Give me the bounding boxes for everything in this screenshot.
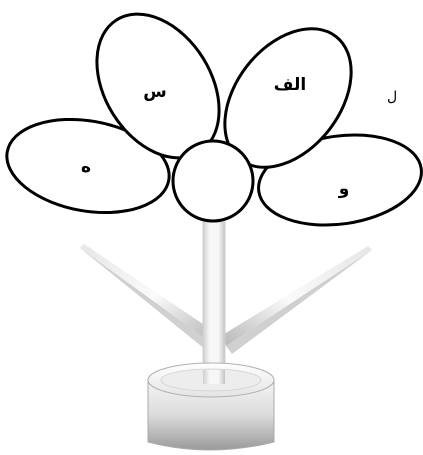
petal-right-label: و: [338, 179, 350, 199]
leaf-left: [80, 244, 212, 350]
flower-center: [173, 141, 253, 221]
edge-label: ل: [387, 89, 397, 105]
leaf-right: [224, 246, 372, 354]
petal-left-label: ه: [81, 157, 91, 177]
petal-top-left-label: س: [143, 82, 166, 102]
petal-top-right-label: الف: [274, 75, 306, 95]
flower-pot: [148, 363, 274, 450]
